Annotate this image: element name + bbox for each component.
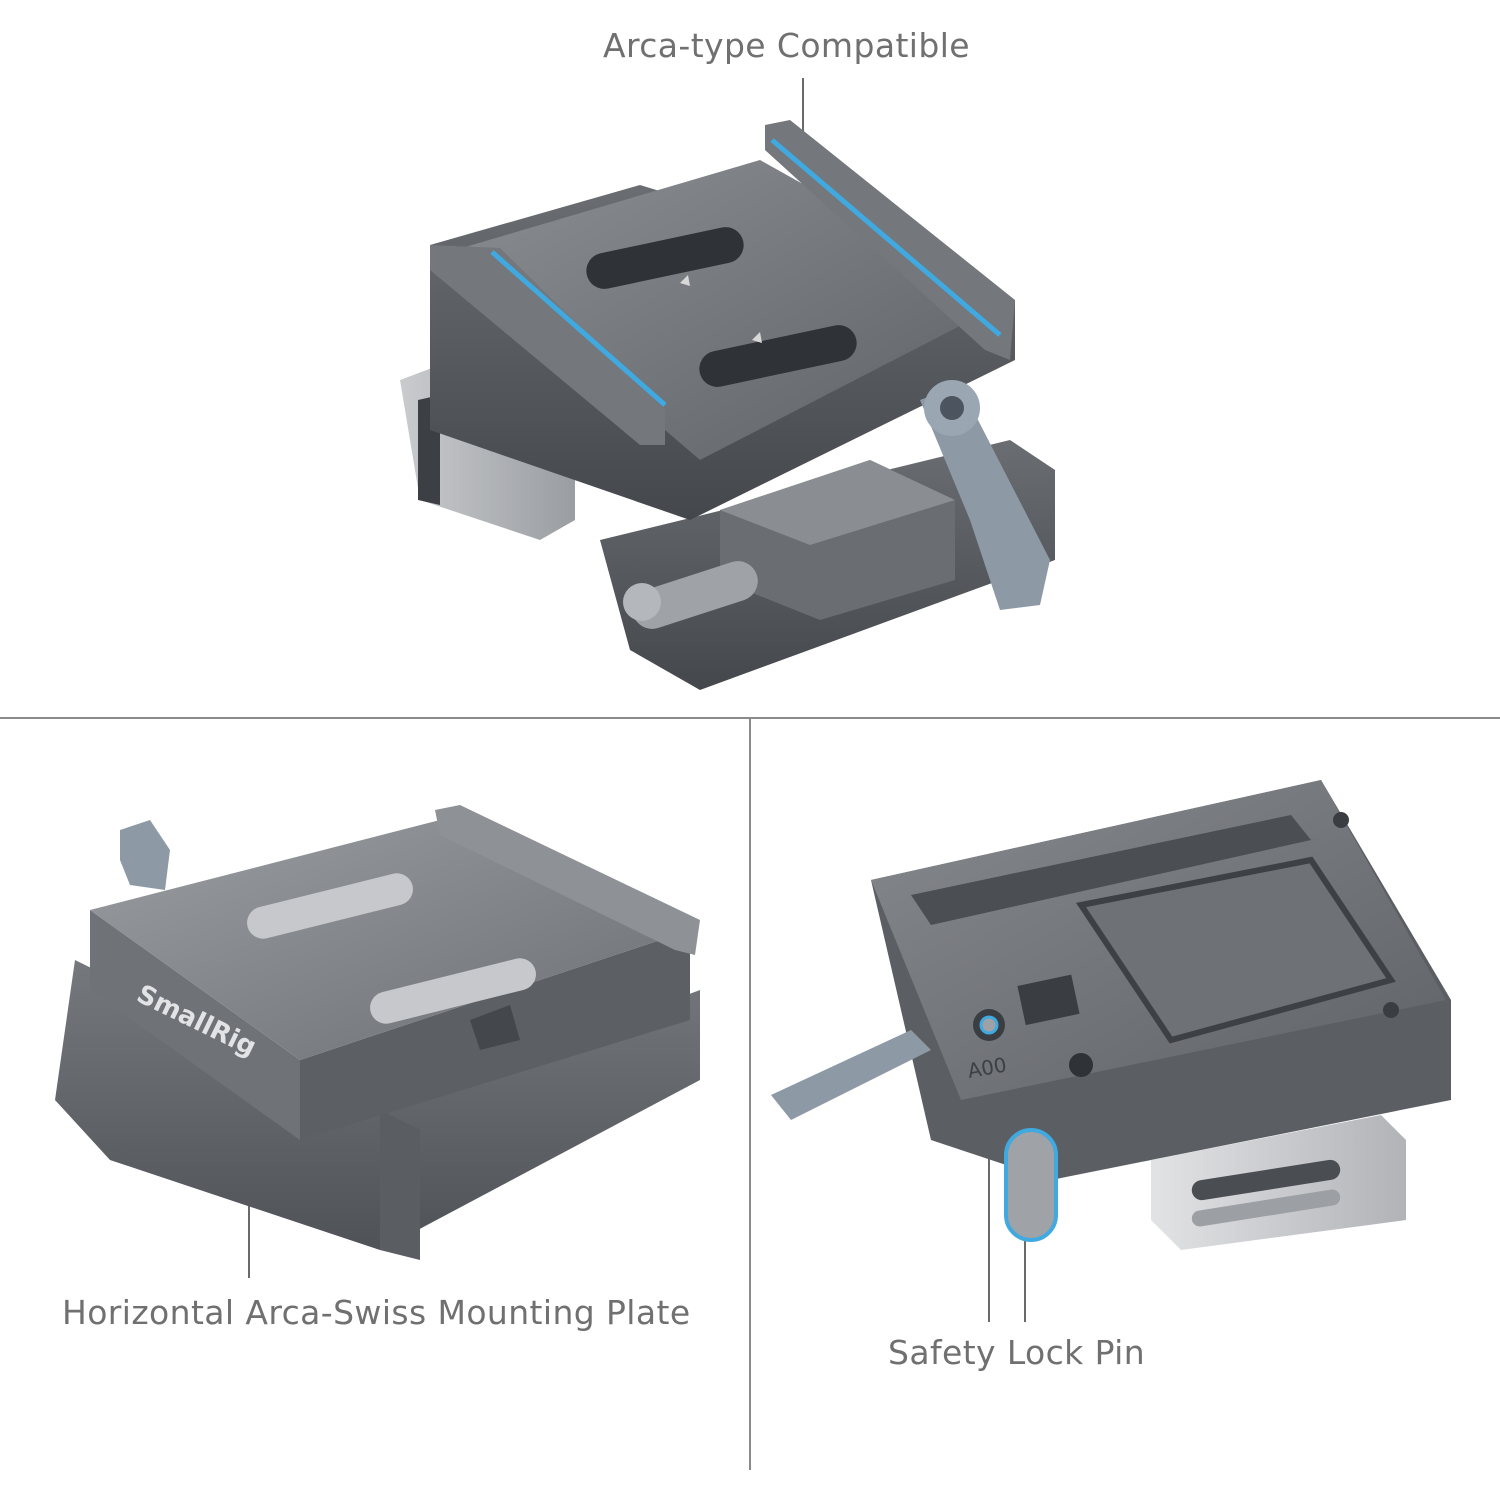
callout-arca-type-compatible: Arca-type Compatible (603, 26, 970, 65)
callout-horizontal-arca-swiss-plate: Horizontal Arca-Swiss Mounting Plate (62, 1293, 691, 1332)
divider-vertical (749, 718, 751, 1470)
product-bottom-left-clamp: SmallRig (55, 805, 700, 1260)
callout-safety-lock-pin: Safety Lock Pin (888, 1333, 1146, 1372)
product-top-clamp (400, 120, 1055, 690)
leader-line-lock-pin-right (1024, 1240, 1026, 1322)
product-bottom-right-underside: A00 (771, 780, 1451, 1250)
leader-line-lock-pin-left (988, 1030, 990, 1322)
leader-line-arca (802, 78, 804, 170)
leader-line-mounting-plate (248, 1150, 250, 1278)
